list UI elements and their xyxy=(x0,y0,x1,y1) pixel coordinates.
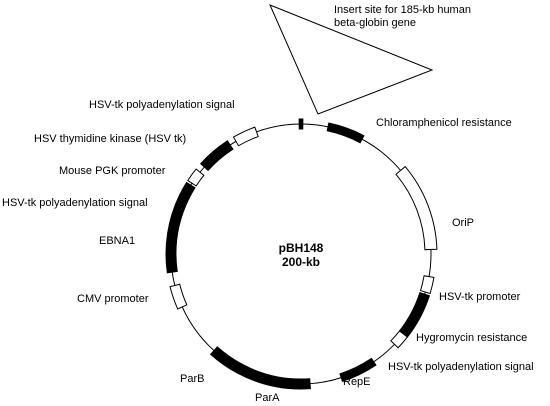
label-parb: ParB xyxy=(180,373,205,385)
label-hsvtk-promoter: HSV-tk promoter xyxy=(439,291,521,303)
segment-insert-site xyxy=(298,118,304,130)
segment-hygromycin xyxy=(398,291,431,338)
label-hsvtk: HSV thymidine kinase (HSV tk) xyxy=(34,133,187,145)
label-hsvtk-polya-left: HSV-tk polyadenylation signal xyxy=(2,197,148,209)
segment-repe xyxy=(339,357,377,383)
plasmid-size: 200-kb xyxy=(281,255,321,269)
insert-label-line2: beta-globin gene xyxy=(334,17,416,29)
label-chloramphenicol: Chloramphenicol resistance xyxy=(376,117,512,129)
segment-para xyxy=(236,363,311,390)
label-para: ParA xyxy=(255,392,280,404)
label-hsvtk-polya-top: HSV-tk polyadenylation signal xyxy=(89,99,235,111)
plasmid-name: pBH148 xyxy=(278,241,324,255)
segment-hsvtk-polya-l xyxy=(178,181,196,200)
segment-hsvtk-promoter-r xyxy=(419,275,435,295)
segment-cmv xyxy=(169,283,188,310)
segment-hsvtk xyxy=(199,140,234,172)
label-repe: RepE xyxy=(343,376,371,388)
label-orip: OriP xyxy=(452,217,474,229)
label-pgk: Mouse PGK promoter xyxy=(59,165,166,177)
segment-hsvtk-polya-top xyxy=(232,126,259,147)
label-hsvtk-polya-right: HSV-tk polyadenylation signal xyxy=(388,361,534,373)
segment-parb xyxy=(209,346,243,374)
segment-ebna1 xyxy=(165,194,190,274)
insert-label-line1: Insert site for 185-kb human xyxy=(334,4,471,16)
segment-pgk xyxy=(187,168,205,187)
label-ebna1: EBNA1 xyxy=(99,235,136,247)
segment-orip xyxy=(395,165,438,251)
label-hygromycin: Hygromycin resistance xyxy=(416,332,528,344)
insert-triangle xyxy=(269,4,434,115)
label-cmv: CMV promoter xyxy=(77,293,149,305)
segment-hsvtk-polya-r xyxy=(390,330,409,349)
segment-chloramphenicol xyxy=(326,122,365,144)
